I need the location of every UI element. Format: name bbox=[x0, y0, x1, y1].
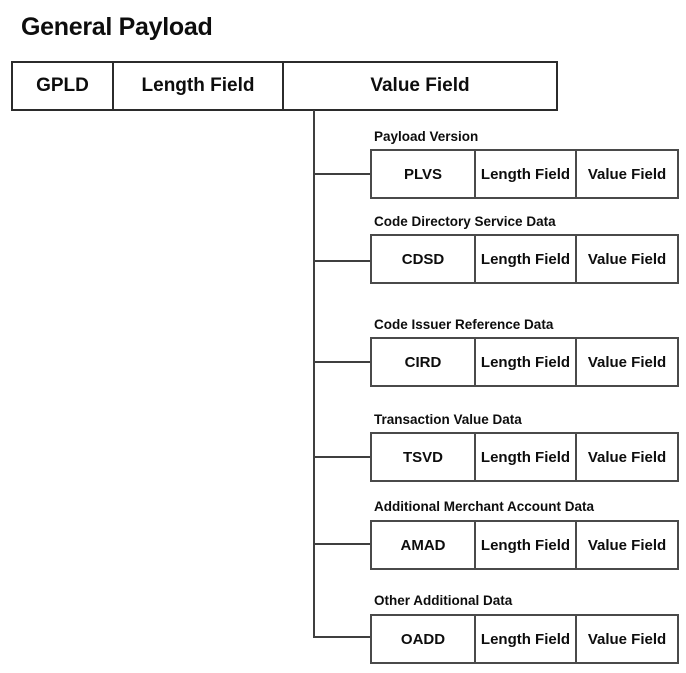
code-cell: CDSD bbox=[372, 236, 476, 282]
value-field-cell: Value Field bbox=[587, 353, 667, 371]
code-cell: CIRD bbox=[372, 339, 476, 385]
length-field-cell: Length Field bbox=[476, 236, 577, 282]
code-cell: PLVS bbox=[372, 151, 476, 197]
group-label-cdsd: Code Directory Service Data bbox=[374, 214, 556, 229]
length-field-cell: Length Field bbox=[476, 616, 577, 662]
connector-line-tsvd bbox=[314, 456, 370, 458]
subfield-table-tsvd: TSVD Length Field Value Field bbox=[370, 432, 679, 482]
value-field-cell: Value Field bbox=[587, 536, 667, 554]
connector-line-cdsd bbox=[314, 260, 370, 262]
subfield-table-cird: CIRD Length Field Value Field bbox=[370, 337, 679, 387]
connector-line-plvs bbox=[314, 173, 370, 175]
general-payload-table: GPLD Length Field Value Field bbox=[11, 61, 558, 111]
subfield-table-oadd: OADD Length Field Value Field bbox=[370, 614, 679, 664]
code-cell: OADD bbox=[372, 616, 476, 662]
value-field-cell: Value Field bbox=[587, 165, 667, 183]
value-field-cell: Value Field bbox=[587, 448, 667, 466]
gpld-cell: GPLD bbox=[13, 63, 114, 109]
length-field-cell: Length Field bbox=[476, 339, 577, 385]
trunk-line bbox=[313, 110, 315, 638]
value-field-cell: Value Field bbox=[370, 75, 470, 96]
subfield-table-plvs: PLVS Length Field Value Field bbox=[370, 149, 679, 199]
group-label-tsvd: Transaction Value Data bbox=[374, 412, 522, 427]
length-field-cell: Length Field bbox=[476, 434, 577, 480]
code-cell: TSVD bbox=[372, 434, 476, 480]
connector-line-cird bbox=[314, 361, 370, 363]
group-label-amad: Additional Merchant Account Data bbox=[374, 499, 595, 514]
length-field-cell: Length Field bbox=[114, 63, 284, 109]
value-field-cell: Value Field bbox=[587, 250, 667, 268]
group-label-plvs: Payload Version bbox=[374, 129, 479, 144]
subfield-table-amad: AMAD Length Field Value Field bbox=[370, 520, 679, 570]
subfield-table-cdsd: CDSD Length Field Value Field bbox=[370, 234, 679, 284]
value-field-cell: Value Field bbox=[587, 630, 667, 648]
group-label-cird: Code Issuer Reference Data bbox=[374, 317, 554, 332]
connector-line-amad bbox=[314, 543, 370, 545]
group-label-oadd: Other Additional Data bbox=[374, 593, 513, 608]
length-field-cell: Length Field bbox=[476, 151, 577, 197]
diagram-title: General Payload bbox=[21, 13, 213, 41]
connector-line-oadd bbox=[314, 636, 370, 638]
length-field-cell: Length Field bbox=[476, 522, 577, 568]
code-cell: AMAD bbox=[372, 522, 476, 568]
